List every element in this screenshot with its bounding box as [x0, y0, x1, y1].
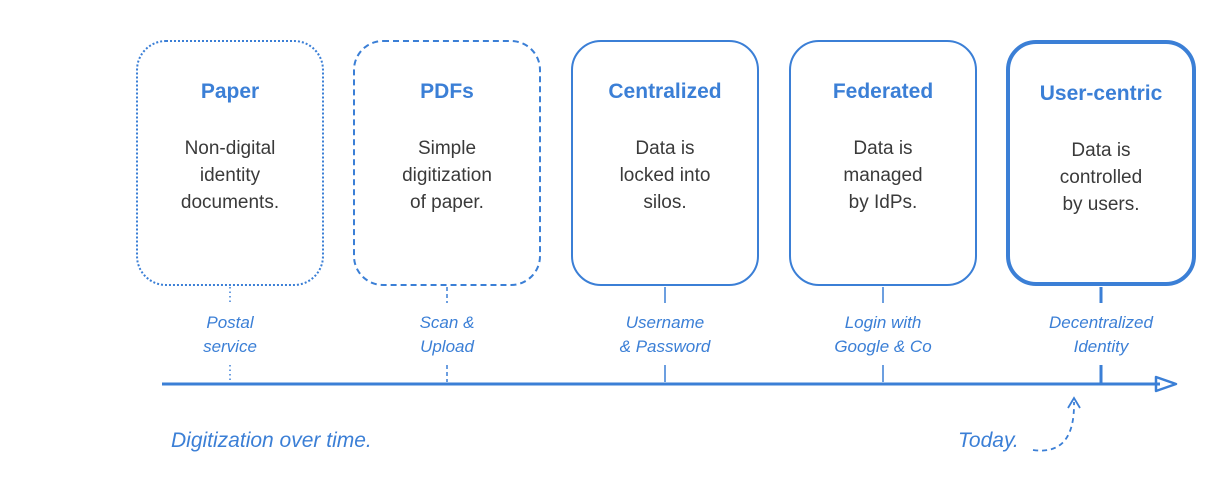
today-arrow-curve — [1032, 401, 1075, 452]
stage-box-centralized: Centralized Data is locked into silos. — [571, 40, 759, 286]
stage-label-pdfs: Scan & Upload — [419, 313, 475, 356]
stage-label-user-centric: Decentralized Identity — [1049, 313, 1153, 356]
stage-desc-federated: Data is managed by IdPs. — [843, 138, 923, 213]
stage-box-paper: Paper Non-digital identity documents. — [136, 40, 324, 286]
stage-title-centralized: Centralized — [608, 80, 722, 103]
timeline-caption: Digitization over time. — [171, 429, 372, 452]
stage-desc-user-centric: Data is controlled by users. — [1059, 140, 1143, 215]
stage-box-federated: Federated Data is managed by IdPs. — [789, 40, 977, 286]
stage-title-federated: Federated — [832, 80, 934, 103]
today-label: Today. — [958, 429, 1019, 452]
stage-label-federated: Login with Google & Co — [834, 313, 932, 356]
stage-box-pdfs: PDFs Simple digitization of paper. — [353, 40, 541, 286]
stage-desc-pdfs: Simple digitization of paper. — [402, 138, 492, 213]
today-arrow-head — [1067, 396, 1081, 409]
stage-box-user-centric: User-centric Data is controlled by users… — [1006, 40, 1196, 286]
stage-title-pdfs: PDFs — [420, 80, 474, 103]
timeline-arrowhead — [1154, 375, 1178, 393]
stage-desc-paper: Non-digital identity documents. — [180, 138, 280, 213]
stage-desc-centralized: Data is locked into silos. — [619, 138, 711, 213]
stage-title-paper: Paper — [200, 80, 260, 103]
stage-label-paper: Postal service — [203, 313, 257, 356]
stage-label-centralized: Username & Password — [619, 313, 711, 356]
stage-title-user-centric: User-centric — [1039, 82, 1163, 105]
